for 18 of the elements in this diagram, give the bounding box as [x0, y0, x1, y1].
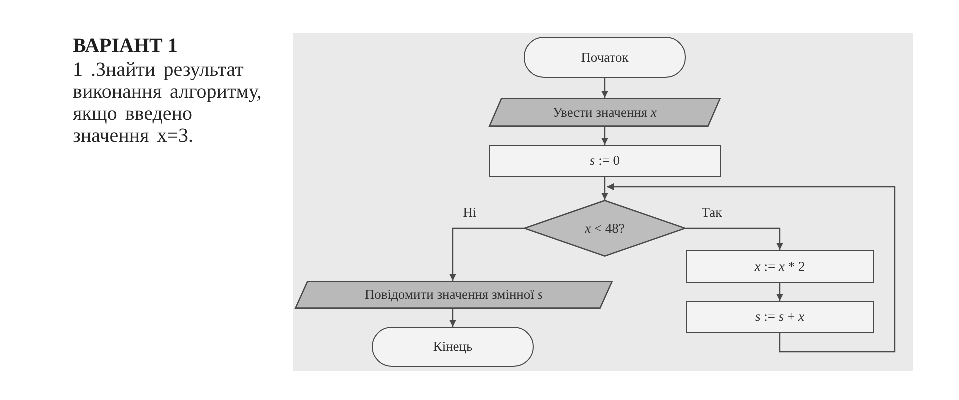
- flow-arrow: [602, 78, 608, 98]
- flow-arrow: [450, 309, 456, 327]
- terminal-box: Початок: [524, 37, 686, 78]
- flow-arrow: [450, 228, 524, 281]
- decision-diamond: x < 48?: [524, 200, 686, 257]
- terminal-box: Кінець: [372, 327, 534, 367]
- io-parallelogram: Повідомити значення змінної s: [295, 281, 613, 309]
- process-box: x := x* 2: [686, 250, 874, 283]
- heading: ВАРІАНТ 1: [73, 35, 178, 57]
- process-box: s := s + x: [686, 301, 874, 333]
- flow-arrow: [602, 127, 608, 145]
- process-box: s := 0: [489, 145, 721, 177]
- io-parallelogram: Увести значення x: [489, 98, 721, 127]
- flow-arrow: [776, 283, 784, 301]
- task-text: 1 .Знайти результат виконання алгоритму, якщо введено значення x=3.: [73, 59, 263, 147]
- flow-arrow: [602, 177, 608, 200]
- flow-arrow: [607, 184, 896, 353]
- flow-arrow: [686, 228, 784, 250]
